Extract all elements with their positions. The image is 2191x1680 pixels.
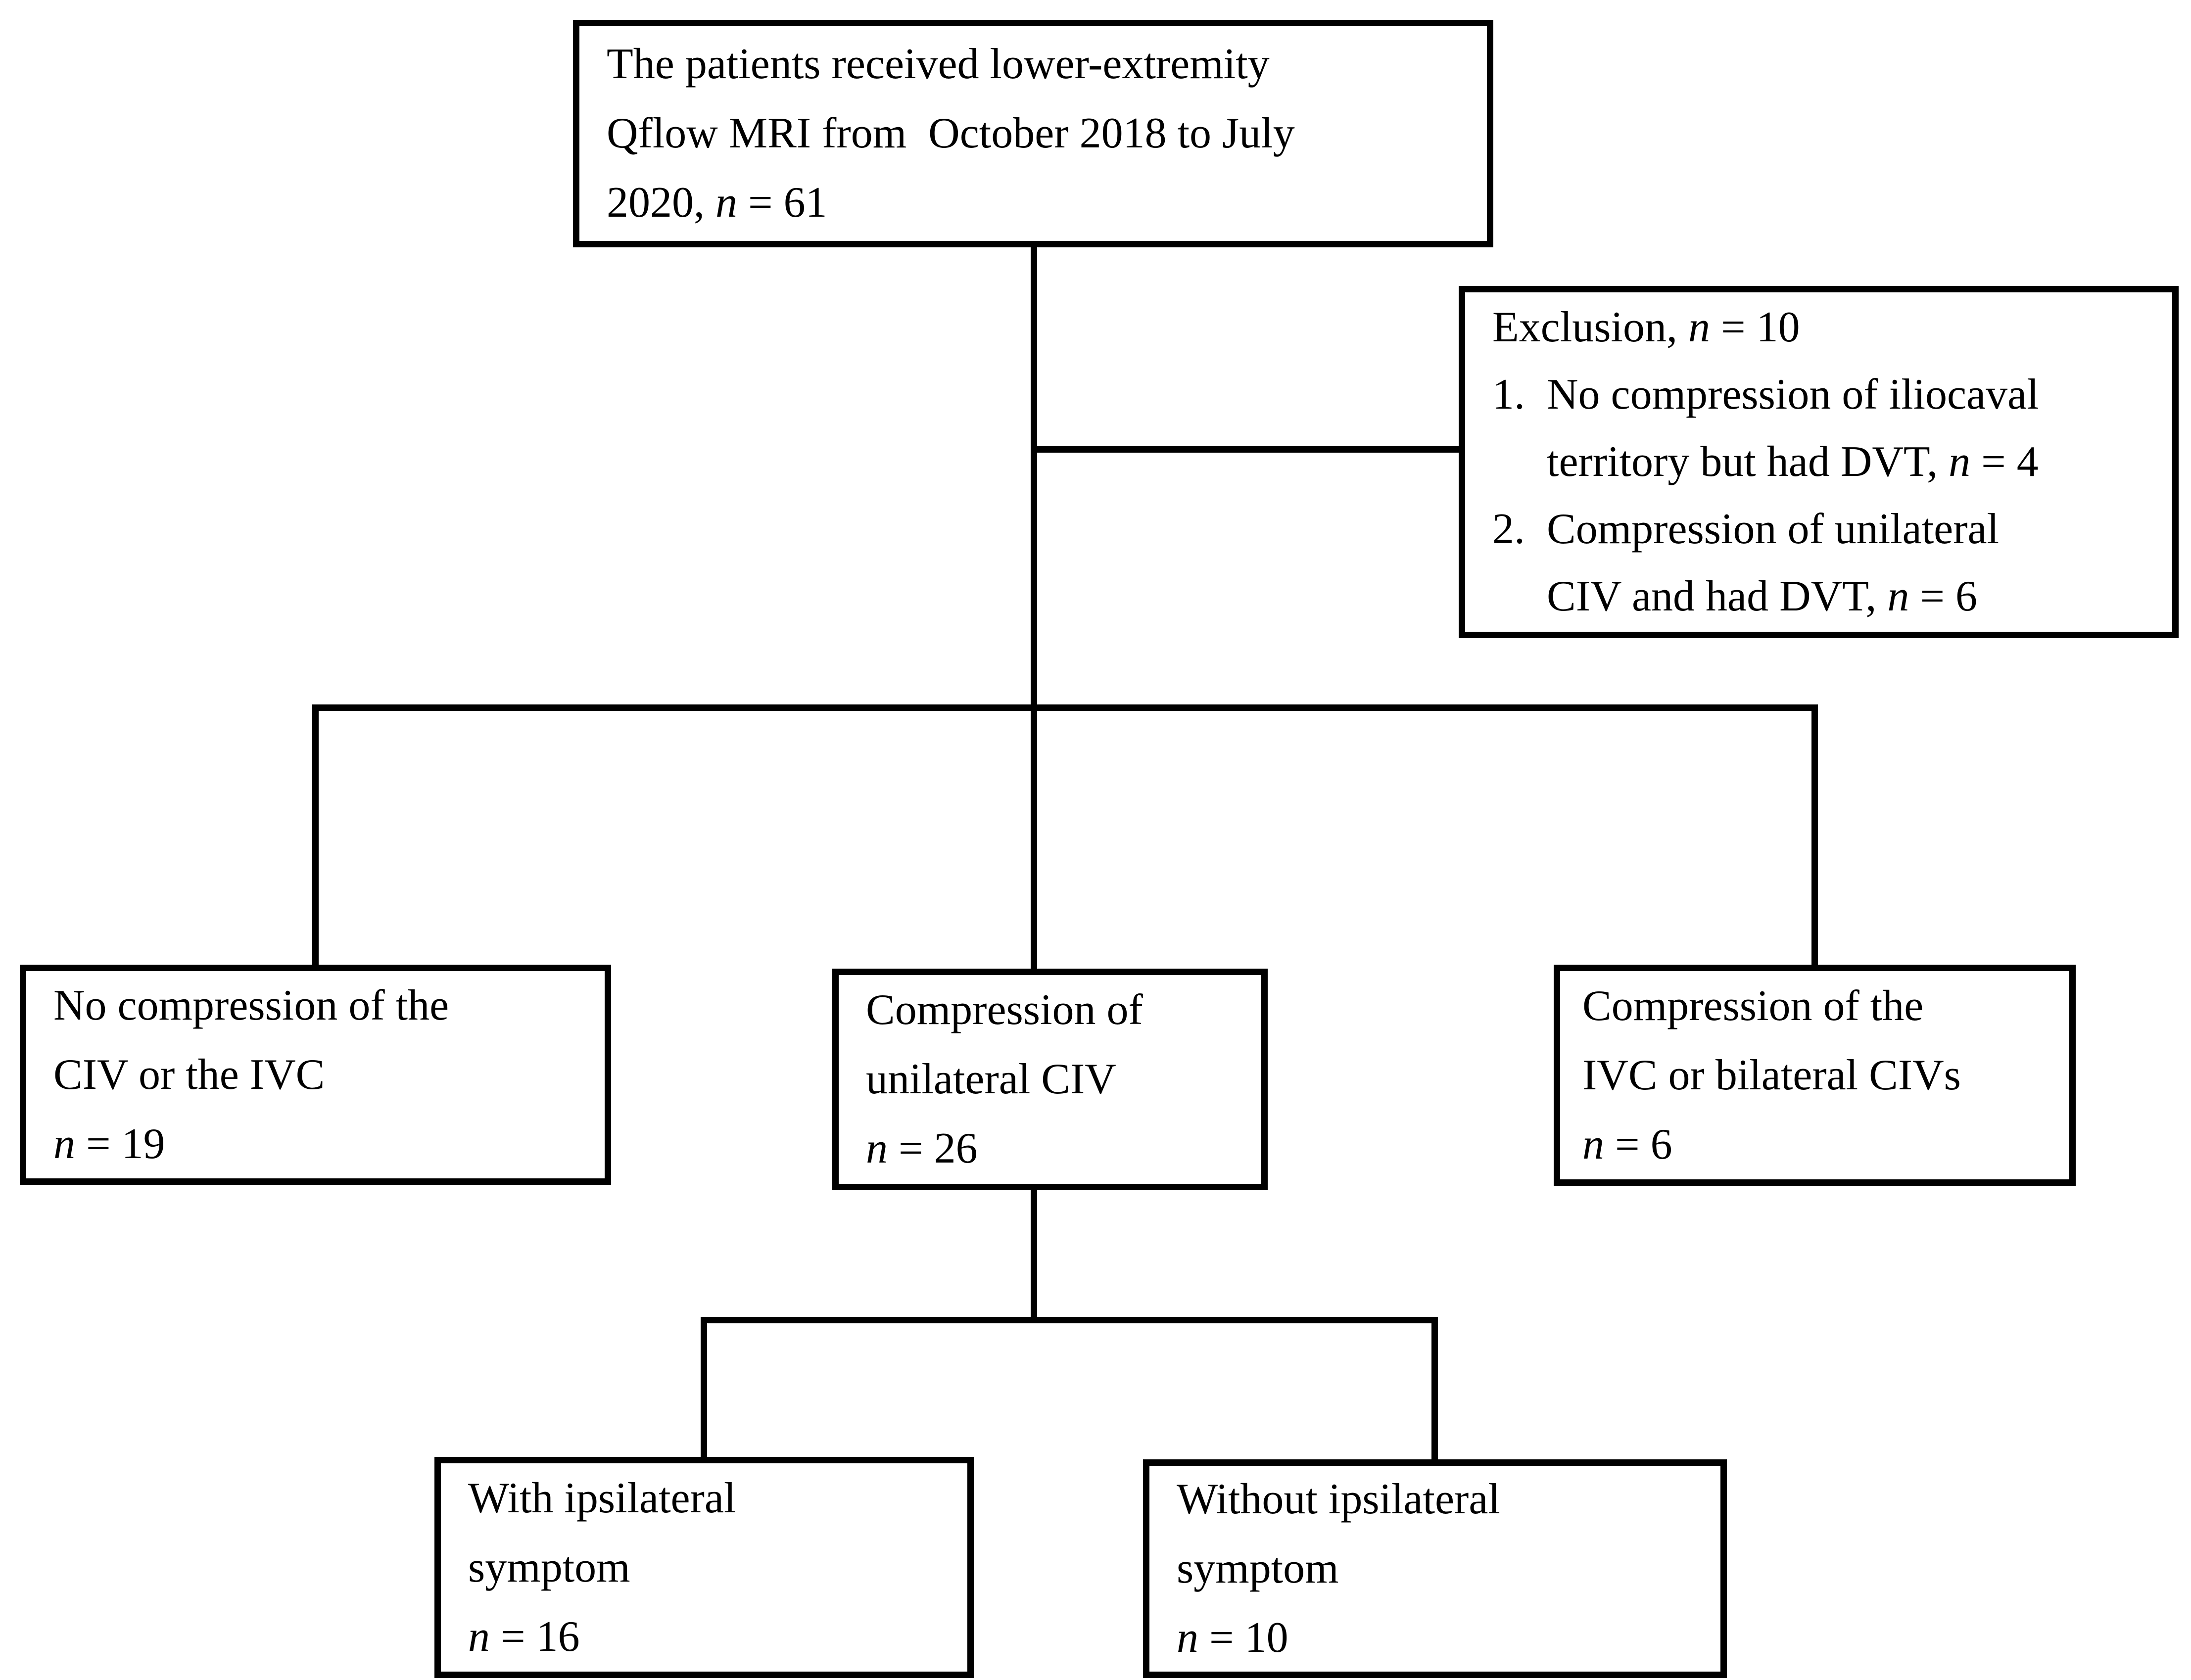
- no-compression-n: n = 19: [53, 1120, 165, 1168]
- enrollment-text-line1: The patients received lower-extremity: [607, 40, 1270, 88]
- box-exclusion: Exclusion, n = 10 1. No compression of i…: [1459, 286, 2179, 638]
- box-with-symptom: With ipsilateral symptom n = 16: [434, 1457, 974, 1678]
- no-compression-n-symbol: n: [53, 1120, 75, 1168]
- connector-branch2-horizontal: [701, 1317, 1438, 1323]
- box-ivc-bilateral: Compression of the IVC or bilateral CIVs…: [1554, 965, 2076, 1186]
- connector-branch1-horizontal: [312, 704, 1818, 711]
- box-no-compression: No compression of the CIV or the IVC n =…: [20, 965, 611, 1185]
- exclusion-item-1-n-symbol: n: [1949, 438, 1971, 486]
- box-enrollment: The patients received lower-extremity Qf…: [573, 20, 1493, 247]
- without-symptom-line2: symptom: [1177, 1544, 1339, 1592]
- connector-drop-left: [312, 704, 319, 1051]
- connector-drop-middle: [1031, 704, 1037, 1051]
- connector-drop-right: [1811, 704, 1818, 1051]
- exclusion-item-1-number: 1.: [1492, 371, 1525, 419]
- with-symptom-n: n = 16: [468, 1612, 580, 1661]
- box-unilateral-civ: Compression of unilateral CIV n = 26: [832, 969, 1268, 1190]
- exclusion-item-2-line2: CIV and had DVT, n = 6: [1547, 572, 1978, 620]
- exclusion-item-2-number: 2.: [1492, 505, 1525, 553]
- unilateral-civ-line2: unilateral CIV: [866, 1055, 1116, 1103]
- exclusion-item-2: 2. Compression of unilateral CIV and had…: [1492, 496, 2145, 630]
- without-symptom-n: n = 10: [1177, 1614, 1288, 1662]
- exclusion-item-1-line2: territory but had DVT, n = 4: [1547, 438, 2039, 486]
- no-compression-line1: No compression of the: [53, 981, 449, 1029]
- exclusion-n-symbol: n: [1688, 303, 1710, 351]
- enrollment-n-symbol: n: [715, 179, 737, 227]
- no-compression-line2: CIV or the IVC: [53, 1050, 325, 1099]
- box-without-symptom: Without ipsilateral symptom n = 10: [1143, 1459, 1727, 1678]
- ivc-bilateral-n-symbol: n: [1582, 1120, 1604, 1168]
- exclusion-item-1: 1. No compression of iliocaval territory…: [1492, 361, 2145, 496]
- connector-exclusion-horizontal: [1031, 446, 1535, 453]
- exclusion-item-1-line1: No compression of iliocaval: [1547, 371, 2039, 419]
- enrollment-text-line3: 2020, n = 61: [607, 179, 827, 227]
- exclusion-title: Exclusion, n = 10: [1492, 303, 1800, 351]
- unilateral-civ-n-symbol: n: [866, 1124, 888, 1172]
- ivc-bilateral-line1: Compression of the: [1582, 981, 1924, 1030]
- exclusion-item-2-n-symbol: n: [1887, 572, 1909, 620]
- with-symptom-line1: With ipsilateral: [468, 1474, 736, 1522]
- connector-trunk-vertical: [1031, 148, 1037, 711]
- enrollment-text-line2: Qflow MRI from October 2018 to July: [607, 109, 1295, 157]
- ivc-bilateral-line2: IVC or bilateral CIVs: [1582, 1051, 1961, 1099]
- unilateral-civ-n: n = 26: [866, 1124, 978, 1172]
- ivc-bilateral-n: n = 6: [1582, 1120, 1672, 1168]
- unilateral-civ-line1: Compression of: [866, 986, 1143, 1034]
- with-symptom-line2: symptom: [468, 1543, 630, 1591]
- without-symptom-n-symbol: n: [1177, 1614, 1198, 1662]
- exclusion-item-2-line1: Compression of unilateral: [1547, 505, 2000, 553]
- without-symptom-line1: Without ipsilateral: [1177, 1475, 1500, 1523]
- with-symptom-n-symbol: n: [468, 1612, 490, 1661]
